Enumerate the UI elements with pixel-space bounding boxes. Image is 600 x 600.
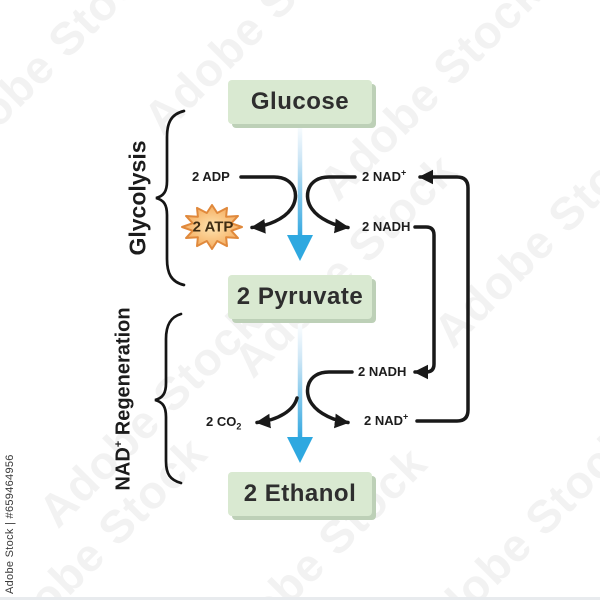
arrow-pyruvate-to-ethanol: [287, 324, 313, 463]
arrow-glucose-to-pyruvate: [287, 124, 313, 261]
label-2-co2: 2 CO2: [206, 414, 242, 432]
label-base: 2 NAD: [362, 169, 402, 184]
arrow-adp-to-atp: [239, 175, 298, 234]
label-2-nad-plus-top: 2 NAD+: [362, 167, 407, 185]
label-base: NAD: [112, 447, 135, 491]
brace-nad-regeneration: [154, 312, 183, 485]
arrow-to-co2: [255, 396, 299, 429]
image-bottom-edge: [0, 597, 600, 600]
node-glucose: Glucose: [228, 80, 372, 124]
label-post: Regeneration: [112, 307, 135, 441]
superscript-plus: +: [112, 440, 125, 448]
superscript-plus: +: [403, 411, 409, 422]
arrow-nad-bottom-to-nad-top: [415, 169, 470, 423]
subscript-2: 2: [236, 421, 242, 432]
watermark-credit: Adobe Stock | #659464956: [4, 454, 16, 594]
label-stage-nad-regeneration: NAD+ Regeneration: [113, 307, 136, 490]
arrow-nadh-top-to-nadh-bottom: [413, 225, 436, 380]
label-2-adp: 2 ADP: [192, 169, 230, 184]
superscript-plus: +: [401, 167, 407, 178]
label-2-nadh-bottom: 2 NADH: [358, 364, 407, 379]
label-2-nadh-top: 2 NADH: [362, 219, 411, 234]
label-2-atp: 2 ATP: [192, 218, 234, 236]
label-base: 2 CO: [206, 414, 237, 429]
arrow-nadh-to-nad-bottom: [305, 370, 354, 429]
brace-glycolysis: [155, 109, 186, 287]
arrow-nad-to-nadh-top: [305, 175, 357, 234]
label-base: 2 NAD: [364, 413, 404, 428]
atp-starburst: [181, 204, 243, 250]
node-pyruvate: 2 Pyruvate: [228, 275, 372, 319]
label-2-nad-plus-bottom: 2 NAD+: [364, 411, 409, 429]
node-ethanol: 2 Ethanol: [228, 472, 372, 516]
label-stage-glycolysis: Glycolysis: [124, 140, 151, 256]
